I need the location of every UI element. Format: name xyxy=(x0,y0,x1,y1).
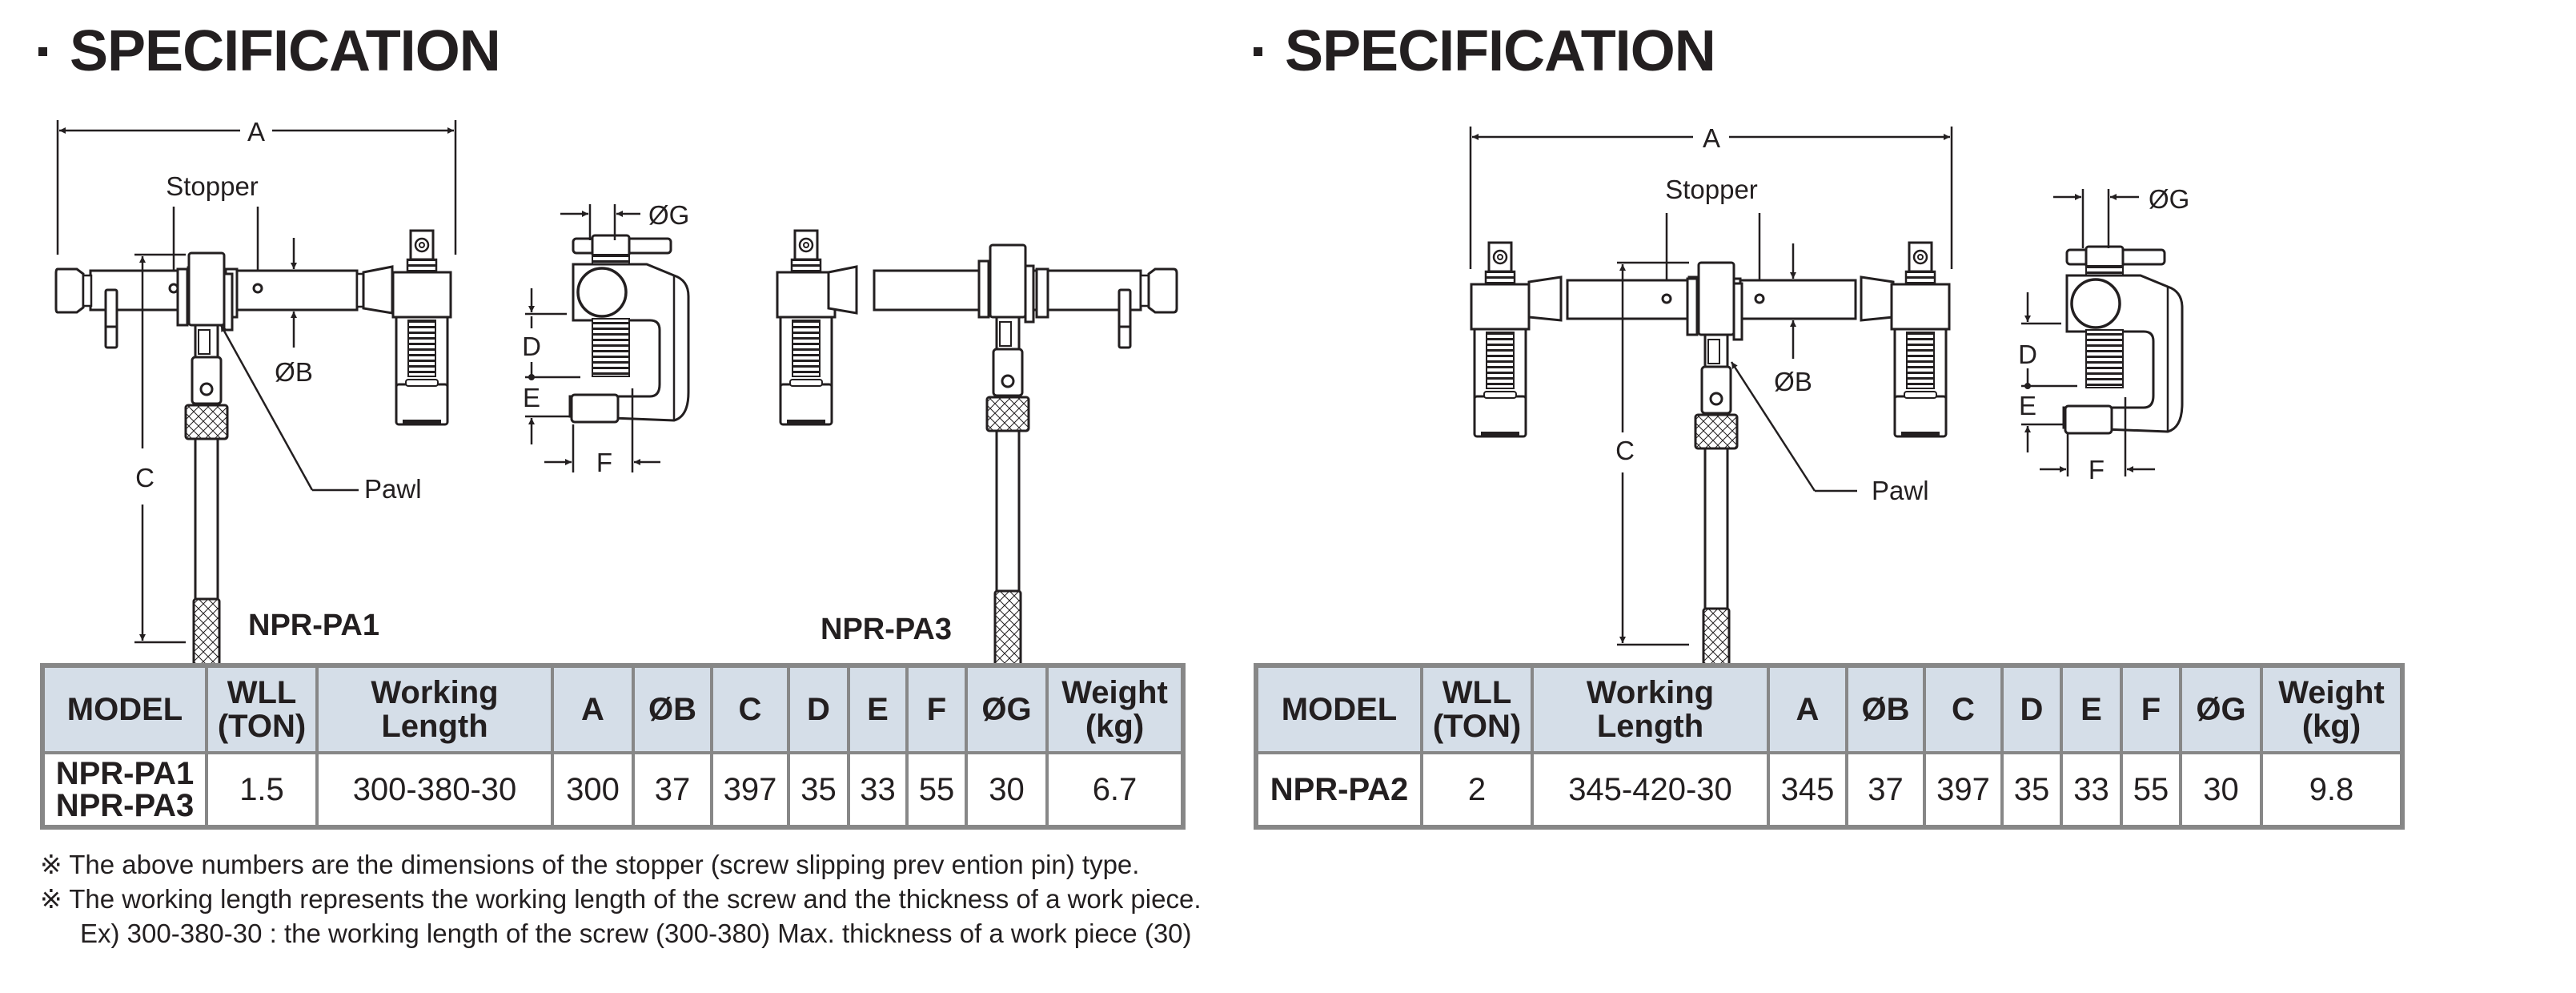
cell-a: 345 xyxy=(1767,751,1848,829)
cell-weight: 6.7 xyxy=(1045,751,1185,829)
header-weight: Weight(kg) xyxy=(2260,664,2404,754)
footnotes: ※ The above numbers are the dimensions o… xyxy=(40,847,1202,951)
diagram-npr-pa3: NPR-PA3 xyxy=(776,229,1178,681)
cell-b: 37 xyxy=(632,751,713,829)
dimension-label-a: A xyxy=(247,117,265,147)
dimension-label-b-right: ØB xyxy=(1774,367,1812,396)
dimension-label-c-right: C xyxy=(1615,436,1635,465)
dimension-label-b: ØB xyxy=(275,357,313,387)
header-e: E xyxy=(2060,664,2123,754)
header-model: MODEL xyxy=(41,664,208,754)
header-e: E xyxy=(847,664,909,754)
cell-model: NPR-PA2 xyxy=(1254,751,1423,829)
header-a: A xyxy=(551,664,635,754)
header-d: D xyxy=(787,664,850,754)
diagram-side-view-left: ØG D E F xyxy=(522,200,690,477)
header-d: D xyxy=(2000,664,2063,754)
callout-pawl: Pawl xyxy=(364,474,422,504)
cell-e: 33 xyxy=(2060,751,2123,829)
diagram-npr-pa1: A Stopper ØB C Pawl NP xyxy=(54,117,457,689)
header-c: C xyxy=(710,664,790,754)
header-g: ØG xyxy=(2179,664,2263,754)
header-b: ØB xyxy=(1845,664,1926,754)
section-title-right: SPECIFICATION xyxy=(1254,18,1716,85)
dimension-label-f: F xyxy=(596,448,612,477)
cell-working-length: 345-420-30 xyxy=(1531,751,1770,829)
header-model: MODEL xyxy=(1254,664,1423,754)
callout-pawl-right: Pawl xyxy=(1872,476,1929,505)
header-f: F xyxy=(905,664,968,754)
cell-c: 397 xyxy=(1923,751,2004,829)
title-text: SPECIFICATION xyxy=(70,19,501,83)
dimension-label-g-right: ØG xyxy=(2149,184,2189,214)
callout-stopper-right: Stopper xyxy=(1665,175,1758,204)
cell-g: 30 xyxy=(965,751,1049,829)
diagram-side-view-right: ØG D E F xyxy=(2018,184,2189,484)
cell-b: 37 xyxy=(1845,751,1926,829)
note-example: Ex) 300-380-30 : the working length of t… xyxy=(80,919,1192,948)
cell-a: 300 xyxy=(551,751,635,829)
dimension-label-f-right: F xyxy=(2088,455,2105,484)
callout-stopper: Stopper xyxy=(166,171,259,201)
header-b: ØB xyxy=(632,664,713,754)
cell-e: 33 xyxy=(847,751,909,829)
cell-g: 30 xyxy=(2179,751,2263,829)
cell-f: 55 xyxy=(905,751,968,829)
header-weight: Weight(kg) xyxy=(1045,664,1185,754)
cell-d: 35 xyxy=(787,751,850,829)
cell-c: 397 xyxy=(710,751,790,829)
dimension-label-c: C xyxy=(135,463,154,492)
header-g: ØG xyxy=(965,664,1049,754)
bullet-icon xyxy=(1254,47,1262,57)
cell-f: 55 xyxy=(2120,751,2182,829)
dimension-label-d-right: D xyxy=(2018,340,2037,369)
header-wll: WLL(TON) xyxy=(205,664,319,754)
dimension-label-a-right: A xyxy=(1703,123,1720,153)
model-label-npr-pa1: NPR-PA1 xyxy=(248,609,379,642)
dimension-label-e-right: E xyxy=(2019,391,2036,420)
dimension-label-d: D xyxy=(522,332,541,361)
bullet-icon xyxy=(38,47,47,57)
header-wll: WLL(TON) xyxy=(1420,664,1534,754)
note-1: ※ The above numbers are the dimensions o… xyxy=(40,850,1140,879)
cell-wll: 1.5 xyxy=(205,751,319,829)
cell-weight: 9.8 xyxy=(2260,751,2404,829)
dimension-label-e: E xyxy=(523,383,540,412)
header-a: A xyxy=(1767,664,1848,754)
section-title-left: SPECIFICATION xyxy=(38,18,501,85)
header-c: C xyxy=(1923,664,2004,754)
note-2: ※ The working length represents the work… xyxy=(40,884,1202,914)
cell-wll: 2 xyxy=(1420,751,1534,829)
model-label-npr-pa3: NPR-PA3 xyxy=(821,613,952,646)
diagram-npr-pa2: A Stopper ØB C Pawl xyxy=(1469,123,1953,698)
table-row: NPR-PA2 2 345-420-30 345 37 397 35 33 55… xyxy=(1254,751,2404,829)
title-text: SPECIFICATION xyxy=(1285,19,1716,83)
cell-working-length: 300-380-30 xyxy=(315,751,554,829)
header-f: F xyxy=(2120,664,2182,754)
dimension-label-g: ØG xyxy=(648,200,689,230)
cell-d: 35 xyxy=(2000,751,2063,829)
